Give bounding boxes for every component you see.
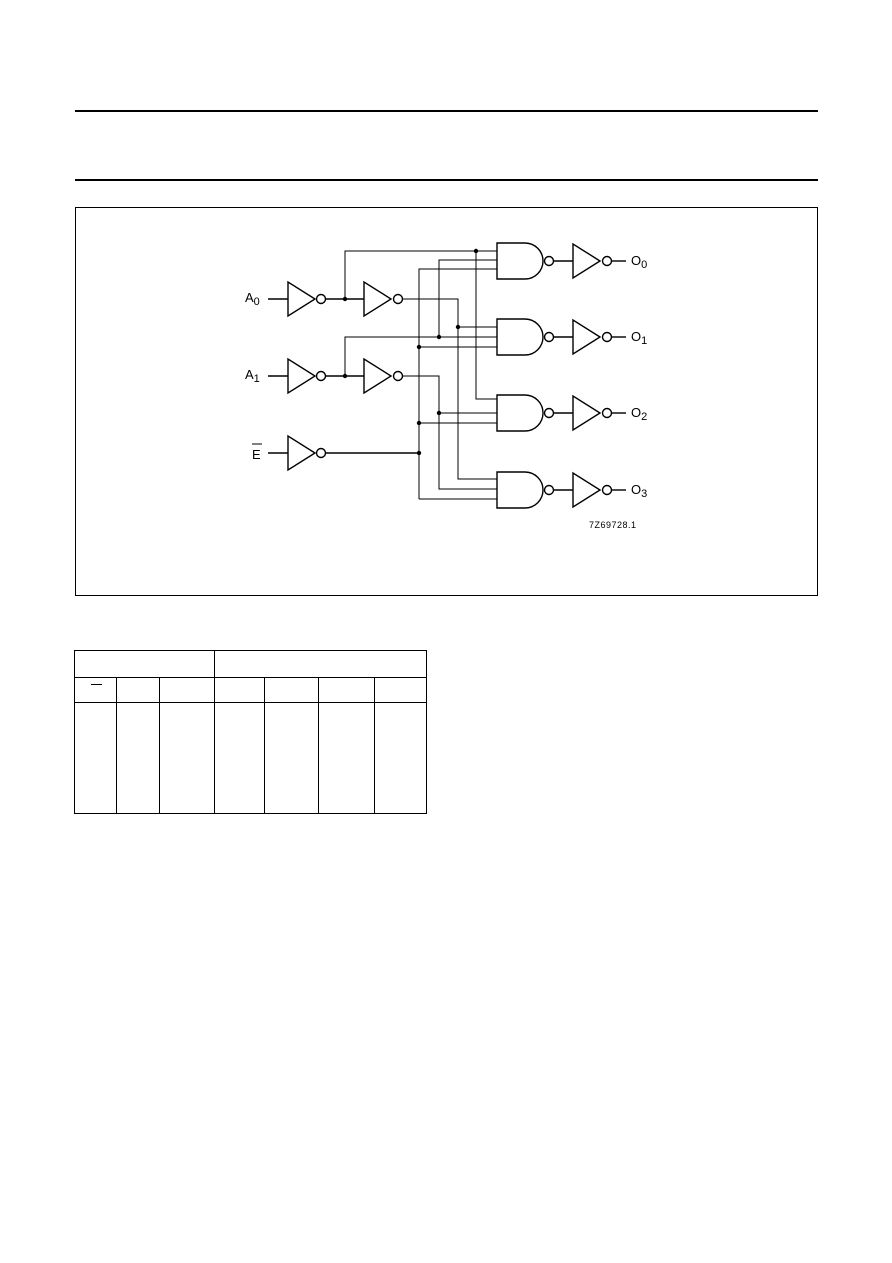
col-header-o2 xyxy=(318,677,375,703)
output-inverter-2 xyxy=(572,394,613,432)
col-header-a1 xyxy=(159,677,215,703)
logic-diagram-frame: A0 A1 E O0 O1 O2 O3 7Z69728.1 xyxy=(75,207,818,596)
nand-gate-0 xyxy=(496,242,555,280)
table-row xyxy=(74,702,427,814)
col-header-e xyxy=(74,677,117,703)
a1-inverter-1 xyxy=(287,357,327,395)
table-group-header-row xyxy=(74,650,427,678)
o3-label: O3 xyxy=(631,482,647,500)
col-header-o0 xyxy=(214,677,265,703)
nand-gate-3 xyxy=(496,471,555,509)
logic-diagram: A0 A1 E O0 O1 O2 O3 7Z69728.1 xyxy=(245,242,647,530)
e-label: E xyxy=(252,447,261,462)
e-overbar-mark xyxy=(91,683,102,685)
o0-label: O0 xyxy=(631,253,647,271)
header-rule xyxy=(75,179,818,181)
col-header-o1 xyxy=(264,677,319,703)
output-inverter-0 xyxy=(572,242,613,280)
o2-label: O2 xyxy=(631,405,647,423)
function-table xyxy=(74,650,427,814)
table-column-header-row xyxy=(74,677,427,703)
a0-inverter-1 xyxy=(287,280,327,318)
output-inverter-1 xyxy=(572,318,613,356)
a1-label: A1 xyxy=(245,367,260,385)
junction-dots xyxy=(342,248,479,456)
top-rule xyxy=(75,110,818,112)
a1-inverter-2 xyxy=(363,357,404,395)
a0-inverter-2 xyxy=(363,280,404,318)
figure-code: 7Z69728.1 xyxy=(589,520,637,530)
col-header-a0 xyxy=(116,677,160,703)
o1-label: O1 xyxy=(631,329,647,347)
a0-label: A0 xyxy=(245,290,260,308)
e-inverter xyxy=(287,434,327,472)
nand-gate-2 xyxy=(496,394,555,432)
outputs-group-header xyxy=(214,650,427,678)
nand-gate-1 xyxy=(496,318,555,356)
output-inverter-3 xyxy=(572,471,613,509)
col-header-o3 xyxy=(374,677,427,703)
inputs-group-header xyxy=(74,650,215,678)
